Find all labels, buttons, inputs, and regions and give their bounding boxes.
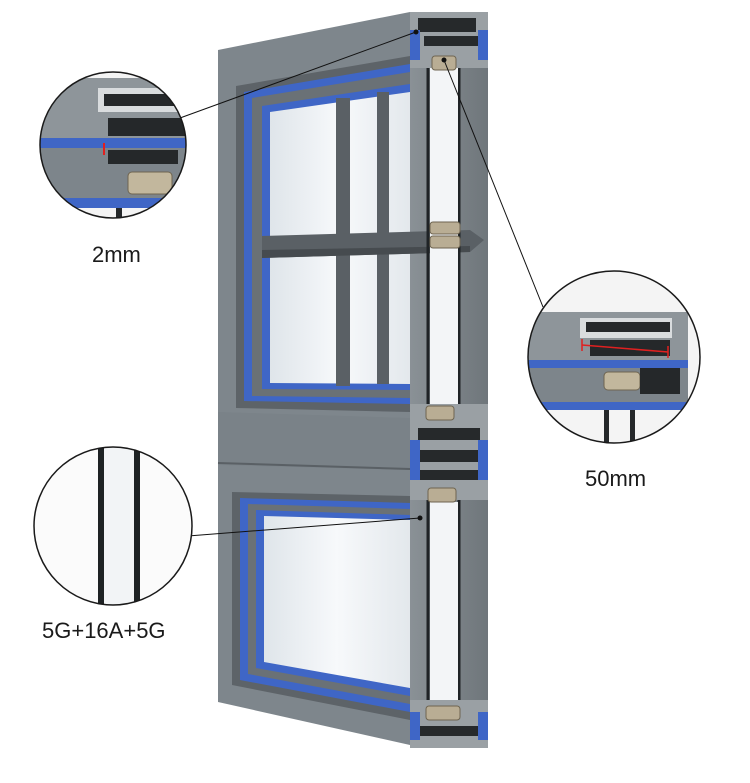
lower-insulated-glass-edge [426,500,461,708]
top-profile-section [410,12,488,71]
lower-glass-cavity [430,502,458,708]
leader-2mm [179,31,417,119]
bottom-profile-section [410,700,488,748]
lower-glass [264,516,410,688]
leader-anchor-points [413,29,447,521]
leader-glass [187,517,421,537]
leader-lines [179,31,544,537]
label-glass-spec: 5G+16A+5G [42,618,166,643]
grid-bar-section [429,221,461,249]
transom [218,412,410,470]
label-wall-thickness: 2mm [92,242,141,267]
glass-section-detail [34,447,192,605]
leader-50mm [443,59,544,308]
detail-circle-2mm [39,71,187,219]
middle-profile-section [410,404,488,503]
detail-circle-glass [33,446,193,606]
window-frame [217,12,488,748]
detail-circle-50mm [527,270,701,444]
transom-joint [217,462,411,470]
glazing-bar-shade [262,246,470,258]
measure-mark-50mm [581,339,669,358]
label-profile-depth: 50mm [585,466,647,491]
